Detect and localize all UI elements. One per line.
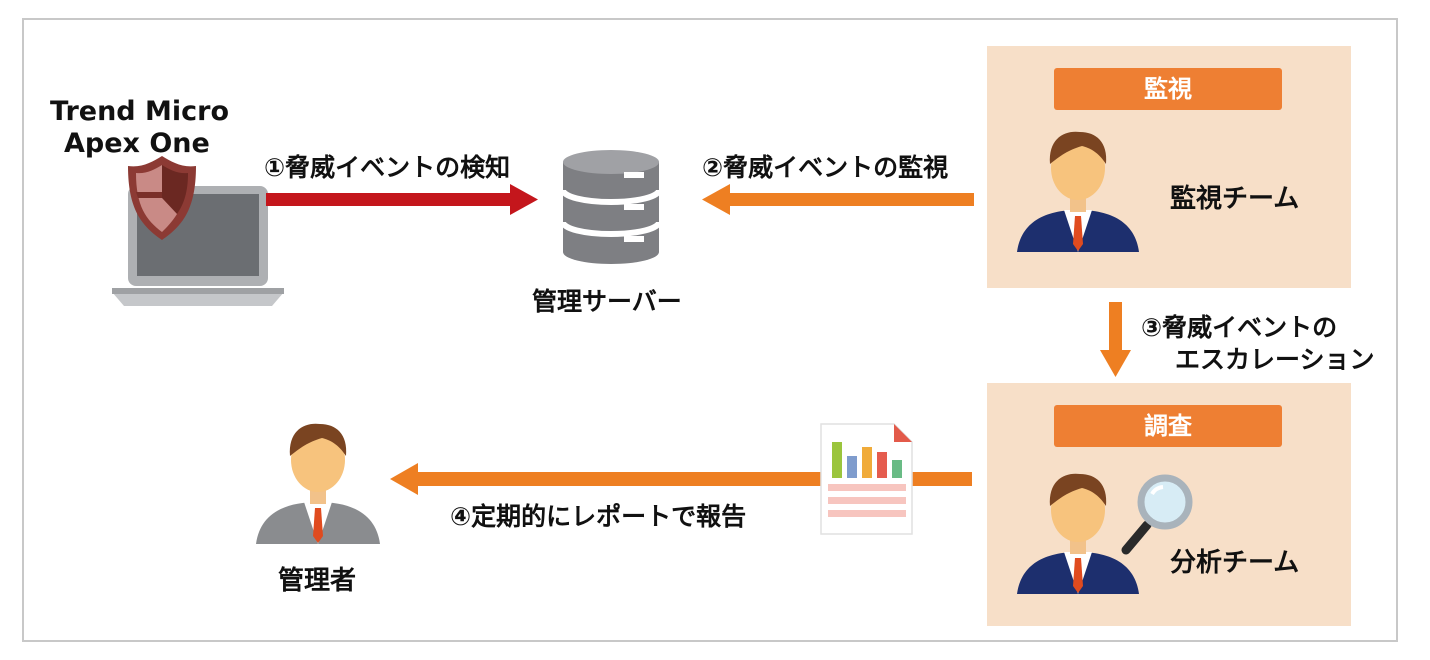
analyst-team-label: 分析チーム: [1170, 548, 1300, 578]
admin-label: 管理者: [278, 566, 357, 596]
step-detect-label: ①脅威イベントの検知: [264, 153, 511, 182]
device-label-line2: Apex One: [64, 128, 210, 159]
analyst-person-icon: [1017, 473, 1139, 594]
shield-icon: [128, 156, 196, 240]
investigate-badge: 調査: [1054, 405, 1282, 447]
report-icon: [820, 423, 913, 535]
device-label-line1: Trend Micro: [50, 96, 230, 127]
magnifier-icon: [1121, 474, 1193, 555]
step-escalate-line2: エスカレーション: [1175, 345, 1375, 374]
monitor-team-label: 監視チーム: [1170, 184, 1300, 214]
arrow-detect: [266, 184, 538, 215]
admin-person-icon: [256, 423, 380, 544]
arrow-monitor: [702, 184, 974, 215]
step-monitor-label: ②脅威イベントの監視: [702, 153, 949, 182]
step-report-label: ④定期的にレポートで報告: [450, 502, 747, 531]
arrow-escalate: [1100, 302, 1131, 377]
server-label: 管理サーバー: [532, 287, 682, 316]
server-icon: [560, 150, 662, 264]
step-escalate-line1: ③脅威イベントの: [1141, 313, 1338, 342]
diagram-frame: [22, 18, 1398, 642]
monitor-badge: 監視: [1054, 68, 1282, 110]
monitor-person-icon: [1017, 131, 1139, 252]
